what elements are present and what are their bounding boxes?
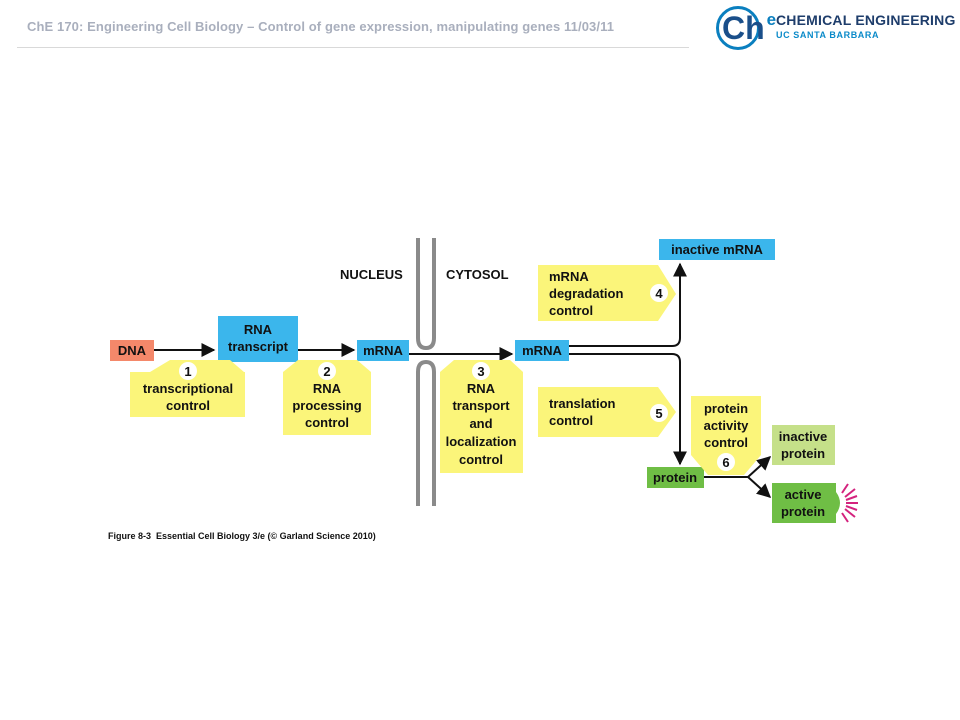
protein-box: protein — [647, 467, 704, 488]
control-2-line2: processing — [292, 398, 361, 413]
control-5-line2: control — [549, 413, 593, 428]
control-5-translation: 5 translation control — [538, 387, 676, 437]
logo-ring — [716, 6, 760, 50]
inactive-protein-line1: inactive — [779, 429, 827, 444]
control-2-line1: RNA — [313, 381, 342, 396]
pathway-arrows — [152, 262, 772, 498]
control-3-number: 3 — [477, 364, 484, 379]
mrna-nucleus-box: mRNA — [357, 340, 409, 361]
nuclear-membrane — [416, 238, 436, 506]
nucleus-label: NUCLEUS — [340, 267, 403, 282]
active-protein-box: active protein — [772, 483, 858, 523]
inactive-protein-line2: protein — [781, 446, 825, 461]
control-3-line4: localization — [446, 434, 517, 449]
rna-transcript-line1: RNA — [244, 322, 273, 337]
control-3-line1: RNA — [467, 381, 496, 396]
control-6-number: 6 — [722, 455, 729, 470]
control-5-line1: translation — [549, 396, 616, 411]
control-6-line2: activity — [704, 418, 750, 433]
control-4-number: 4 — [655, 286, 663, 301]
control-2-line3: control — [305, 415, 349, 430]
control-2-number: 2 — [323, 364, 330, 379]
control-1-line2: control — [166, 398, 210, 413]
figure-caption: Figure 8-3 Essential Cell Biology 3/e (©… — [108, 531, 376, 541]
inactive-protein-box: inactive protein — [772, 425, 835, 465]
control-1-transcriptional: 1 transcriptional control — [130, 360, 245, 417]
control-5-number: 5 — [655, 406, 662, 421]
control-4-line3: control — [549, 303, 593, 318]
control-1-number: 1 — [184, 364, 191, 379]
logo-superscript: e — [766, 10, 777, 29]
control-6-line3: control — [704, 435, 748, 450]
cytosol-label: CYTOSOL — [446, 267, 509, 282]
control-3-line5: control — [459, 452, 503, 467]
control-4-degradation: 4 mRNA degradation control — [538, 265, 676, 321]
control-3-line2: transport — [452, 398, 510, 413]
control-3-transport: 3 RNA transport and localization control — [440, 360, 523, 473]
active-protein-line1: active — [785, 487, 822, 502]
logo-mark-text: Ch — [722, 10, 765, 46]
control-4-line1: mRNA — [549, 269, 589, 284]
control-6-line1: protein — [704, 401, 748, 416]
activity-burst-icon — [841, 483, 858, 523]
rna-transcript-box: RNA transcript — [218, 316, 298, 362]
mrna-cytosol-box: mRNA — [515, 340, 569, 361]
control-1-line1: transcriptional — [143, 381, 233, 396]
active-protein-line2: protein — [781, 504, 825, 519]
inactive-mrna-label: inactive mRNA — [671, 242, 763, 257]
control-2-processing: 2 RNA processing control — [283, 360, 371, 435]
control-3-line3: and — [469, 416, 492, 431]
logo-subtitle: UC SANTA BARBARA — [776, 30, 880, 40]
dna-label: DNA — [118, 343, 147, 358]
inactive-mrna-box: inactive mRNA — [659, 239, 775, 260]
title-divider — [17, 47, 689, 48]
slide-title: ChE 170: Engineering Cell Biology – Cont… — [27, 19, 615, 34]
mrna-nucleus-label: mRNA — [363, 343, 403, 358]
control-6-protein-activity: 6 protein activity control — [691, 396, 761, 475]
control-4-line2: degradation — [549, 286, 623, 301]
dna-box: DNA — [110, 340, 154, 361]
rna-transcript-line2: transcript — [228, 339, 289, 354]
mrna-cytosol-label: mRNA — [522, 343, 562, 358]
logo-name: CHEMICAL ENGINEERING — [776, 12, 956, 28]
protein-label: protein — [653, 470, 697, 485]
